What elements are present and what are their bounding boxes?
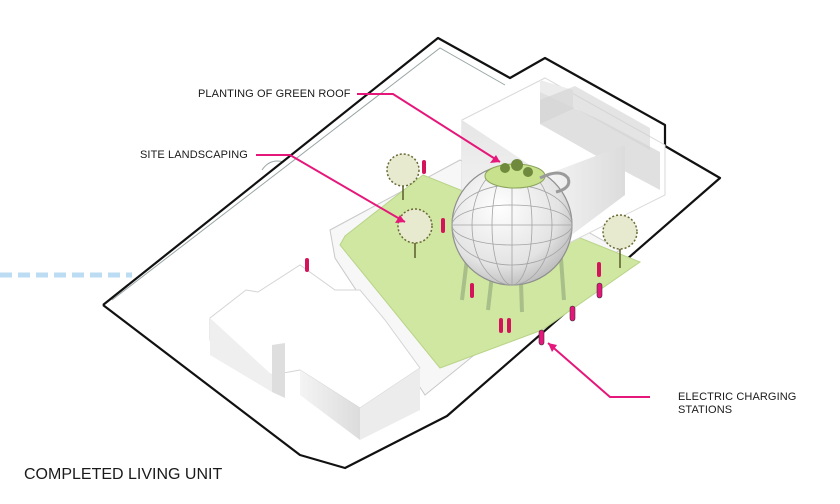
annotation-site-landscaping: SITE LANDSCAPING xyxy=(140,149,248,161)
tree-icon xyxy=(397,208,433,258)
tree-icon xyxy=(386,153,420,200)
person-icon xyxy=(305,258,309,272)
trees xyxy=(386,153,638,268)
person-icon xyxy=(597,262,601,277)
charging-stations xyxy=(538,282,603,346)
arrow-icon xyxy=(548,343,557,352)
leader-charging xyxy=(547,342,650,398)
person-icon xyxy=(470,283,474,298)
person-icon xyxy=(422,160,426,174)
person-icon xyxy=(507,318,511,333)
charging-station-icon xyxy=(538,329,545,346)
people xyxy=(305,160,601,333)
diagram-caption: COMPLETED LIVING UNIT xyxy=(24,466,223,483)
annotation-charging-line1: ELECTRIC CHARGING xyxy=(678,391,797,403)
arrow-icon xyxy=(490,155,500,163)
leader-lines xyxy=(256,93,650,398)
annotation-charging-line2: STATIONS xyxy=(678,404,733,416)
charging-station-icon xyxy=(569,305,576,322)
leader-site-landscaping xyxy=(256,154,406,223)
person-icon xyxy=(499,318,503,333)
building-new xyxy=(209,264,421,440)
leader-green-roof xyxy=(357,93,501,163)
person-icon xyxy=(441,218,445,233)
tree-icon xyxy=(602,214,638,268)
charging-station-icon xyxy=(596,282,603,299)
annotation-green-roof: PLANTING OF GREEN ROOF xyxy=(198,88,351,100)
sphere-living-unit xyxy=(451,159,573,313)
arrowheads xyxy=(395,155,557,352)
arrow-icon xyxy=(395,215,405,223)
